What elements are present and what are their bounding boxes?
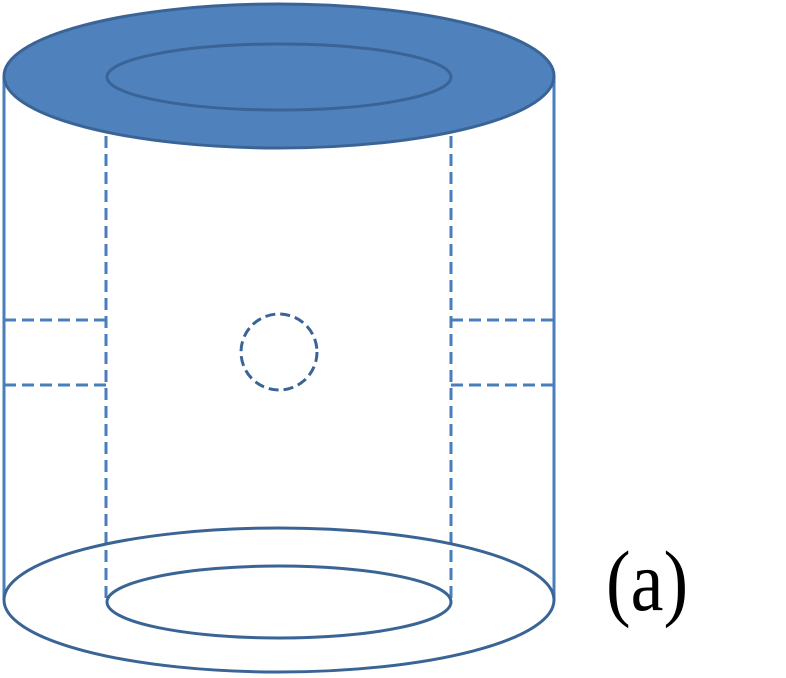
top-inner-ellipse — [105, 42, 453, 112]
right-channel — [451, 318, 554, 387]
bottom-outer-ellipse — [2, 526, 556, 674]
center-hole — [239, 312, 319, 392]
figure-label: (a) — [606, 533, 689, 629]
left-channel — [4, 318, 106, 387]
bottom-inner-ellipse — [105, 564, 453, 640]
